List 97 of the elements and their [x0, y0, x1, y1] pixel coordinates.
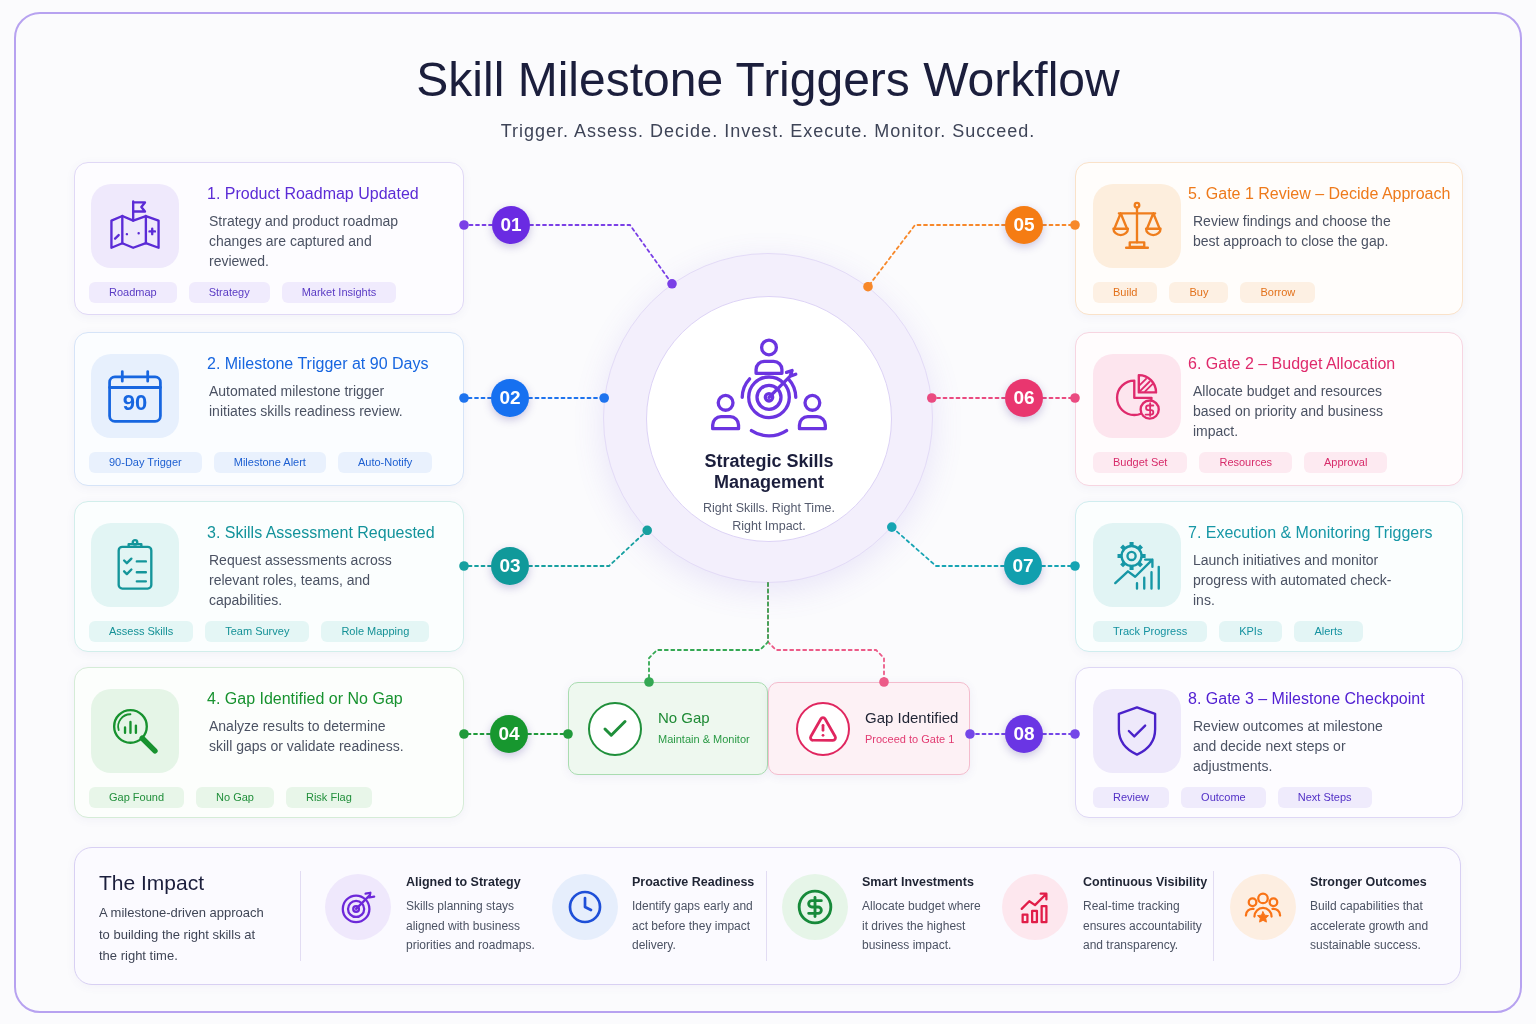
- outcome-title: No Gap: [658, 708, 710, 728]
- tag-pill: Alerts: [1294, 621, 1363, 642]
- step-title: 2. Milestone Trigger at 90 Days: [207, 354, 429, 374]
- tag-pill: Auto-Notify: [337, 452, 433, 473]
- dotted-connector: [927, 393, 1006, 403]
- dotted-connector: [528, 393, 609, 403]
- dotted-connector: [1042, 220, 1080, 230]
- step-description: Review outcomes at milestone and decide next steps or adjustments.: [1193, 717, 1384, 776]
- no-gap-card: [568, 682, 768, 775]
- gap-identified-card: [768, 682, 970, 775]
- dotted-connector: [1042, 393, 1080, 403]
- tag-pill: Milestone Alert: [213, 452, 326, 473]
- tag-pill: Next Steps: [1277, 787, 1372, 808]
- impact-item-title: Continuous Visibility: [1083, 874, 1208, 890]
- dotted-connector: [1041, 561, 1080, 571]
- tag-pill: Assess Skills: [89, 621, 194, 642]
- dotted-connector: [1042, 729, 1080, 739]
- tag-pill: Approval: [1304, 452, 1388, 473]
- impact-panel: [74, 847, 1461, 985]
- step-number-badge: 05: [1005, 206, 1043, 244]
- step-description: Review findings and choose the best approach to close the gap.: [1193, 212, 1392, 251]
- dotted-connector: [459, 729, 491, 739]
- step-description: Allocate budget and resources based on priority and business impact.: [1193, 382, 1384, 441]
- step-description: Analyze results to determine skill gaps or validate readiness.: [209, 717, 405, 756]
- tag-pill: Risk Flag: [285, 787, 372, 808]
- impact-item-title: Proactive Readiness: [632, 874, 755, 890]
- impact-item-title: Aligned to Strategy: [406, 874, 521, 890]
- tag-pill: Buy: [1169, 282, 1229, 303]
- step-description: Automated milestone trigger initiates skills readiness review.: [209, 382, 404, 421]
- tag-pill: Budget Set: [1093, 452, 1188, 473]
- outcome-subtitle: Proceed to Gate 1: [865, 732, 955, 746]
- hub-tagline: Right Skills. Right Time. Right Impact.: [702, 500, 836, 535]
- dotted-connector: [887, 522, 1005, 567]
- impact-item-title: Smart Investments: [862, 874, 974, 890]
- impact-item-title: Stronger Outcomes: [1310, 874, 1427, 890]
- step-title: 6. Gate 2 – Budget Allocation: [1188, 354, 1396, 374]
- step-number-badge: 06: [1005, 379, 1043, 417]
- step-description: Launch initiatives and monitor progress with automated check-ins.: [1193, 551, 1393, 610]
- step-title: 7. Execution & Monitoring Triggers: [1188, 523, 1433, 543]
- outcome-subtitle: Maintain & Monitor: [658, 732, 750, 746]
- step-number-badge: 08: [1005, 715, 1043, 753]
- step-card: [74, 332, 464, 486]
- step-card: [74, 162, 464, 315]
- tag-pill: Team Survey: [205, 621, 310, 642]
- tag-pill: 90-Day Trigger: [89, 452, 202, 473]
- step-title: 8. Gate 3 – Milestone Checkpoint: [1188, 689, 1425, 709]
- step-card: [74, 501, 464, 652]
- step-title: 1. Product Roadmap Updated: [207, 184, 419, 204]
- calendar-day-number: 90: [122, 391, 148, 415]
- subtitle: Trigger. Assess. Decide. Invest. Execute. Monitor. Succeed.: [500, 120, 1036, 143]
- impact-item-description: Skills planning stays aligned with business priorities and roadmaps.: [406, 898, 536, 954]
- tag-pill: Market Insights: [281, 282, 397, 303]
- dotted-connector: [459, 220, 493, 230]
- outcome-title: Gap Identified: [865, 708, 959, 728]
- step-number-badge: 01: [492, 206, 530, 244]
- tag-pill: Role Mapping: [321, 621, 430, 642]
- dotted-connector: [863, 224, 1006, 292]
- step-description: Strategy and product roadmap changes are captured and reviewed.: [209, 212, 400, 271]
- dotted-connector: [527, 729, 573, 739]
- page-title: Skill Milestone Triggers Workflow: [416, 52, 1120, 108]
- dotted-connector: [965, 729, 1006, 739]
- step-card: [1075, 162, 1463, 315]
- impact-item-description: Identify gaps early and act before they impact delivery.: [632, 898, 754, 954]
- impact-item-description: Allocate budget where it drives the highest business impact.: [862, 898, 982, 954]
- dotted-connector: [528, 525, 652, 567]
- step-card: [1075, 332, 1463, 486]
- tag-pill: Track Progress: [1093, 621, 1208, 642]
- impact-item-description: Real-time tracking ensures accountability and transparency.: [1083, 898, 1203, 954]
- tag-pill: KPIs: [1219, 621, 1283, 642]
- hub-title: Strategic Skills Management: [703, 451, 835, 493]
- step-title: 5. Gate 1 Review – Decide Approach: [1188, 184, 1451, 204]
- dotted-connector: [459, 393, 492, 403]
- tag-pill: Resources: [1199, 452, 1292, 473]
- step-number-badge: 02: [491, 379, 529, 417]
- tag-pill: Build: [1093, 282, 1158, 303]
- step-title: 4. Gap Identified or No Gap: [207, 689, 403, 709]
- step-card: [1075, 667, 1463, 818]
- tag-pill: Review: [1093, 787, 1170, 808]
- tag-pill: Borrow: [1240, 282, 1316, 303]
- step-card: [74, 667, 464, 818]
- tag-pill: Gap Found: [89, 787, 185, 808]
- impact-item-description: Build capabilities that accelerate growth and sustainable success.: [1310, 898, 1430, 954]
- dotted-connector: [644, 582, 769, 687]
- step-number-badge: 04: [490, 715, 528, 753]
- step-title: 3. Skills Assessment Requested: [207, 523, 435, 543]
- dotted-connector: [459, 561, 492, 571]
- tag-pill: No Gap: [196, 787, 274, 808]
- impact-heading: The Impact: [99, 870, 205, 896]
- impact-summary: A milestone-driven approach to building the right skills at the right time.: [99, 904, 264, 965]
- step-card: [1075, 501, 1463, 652]
- tag-pill: Outcome: [1181, 787, 1266, 808]
- tag-pill: Strategy: [188, 282, 270, 303]
- step-number-badge: 03: [491, 547, 529, 585]
- step-number-badge: 07: [1004, 547, 1042, 585]
- tag-pill: Roadmap: [89, 282, 177, 303]
- dotted-connector: [529, 224, 677, 289]
- step-description: Request assessments across relevant roles, teams, and capabilities.: [209, 551, 393, 610]
